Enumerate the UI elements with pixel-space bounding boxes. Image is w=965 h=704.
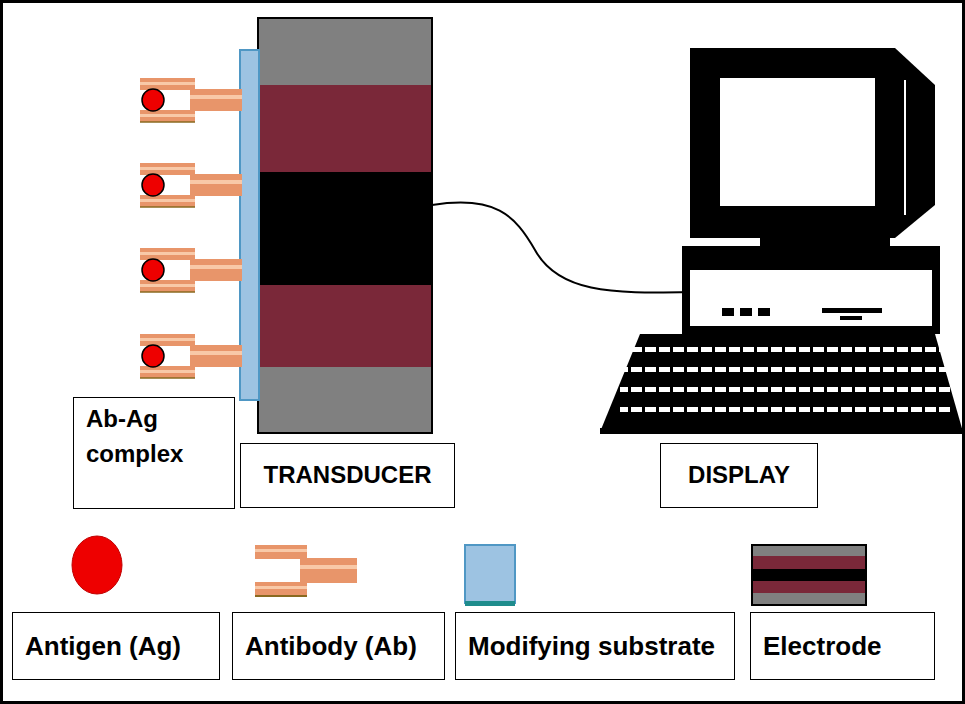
legend-label: Antibody (Ab) — [245, 631, 417, 662]
substrate-sample — [465, 545, 515, 606]
label-box: Ab-Ag complex — [73, 397, 235, 509]
box-label: Ab-Ag complex — [86, 402, 222, 472]
electrode-sample — [752, 545, 866, 605]
legend-entry: Antigen (Ag) — [12, 612, 220, 680]
antibody-antigen — [140, 334, 242, 378]
legend-label: Modifying substrate — [468, 631, 715, 662]
legend-label: Electrode — [763, 631, 882, 662]
antibody-antigen — [140, 78, 242, 122]
antibody-antigen — [140, 248, 242, 292]
box-label: DISPLAY — [688, 458, 790, 493]
antibody-sample — [255, 545, 357, 596]
legend-entry: Electrode — [750, 612, 935, 680]
computer — [600, 48, 963, 434]
legend-entry: Antibody (Ab) — [232, 612, 445, 680]
antibody-antigen — [140, 163, 242, 207]
antibody-array — [140, 78, 242, 378]
wire — [432, 202, 690, 292]
label-box: TRANSDUCER — [240, 443, 455, 508]
electrode-block — [258, 18, 432, 433]
label-box: DISPLAY — [660, 443, 818, 508]
antigen-sample — [72, 536, 122, 594]
legend-entry: Modifying substrate — [455, 612, 735, 680]
legend-label: Antigen (Ag) — [25, 631, 181, 662]
modifying-substrate — [240, 50, 259, 400]
box-label: TRANSDUCER — [264, 458, 432, 493]
